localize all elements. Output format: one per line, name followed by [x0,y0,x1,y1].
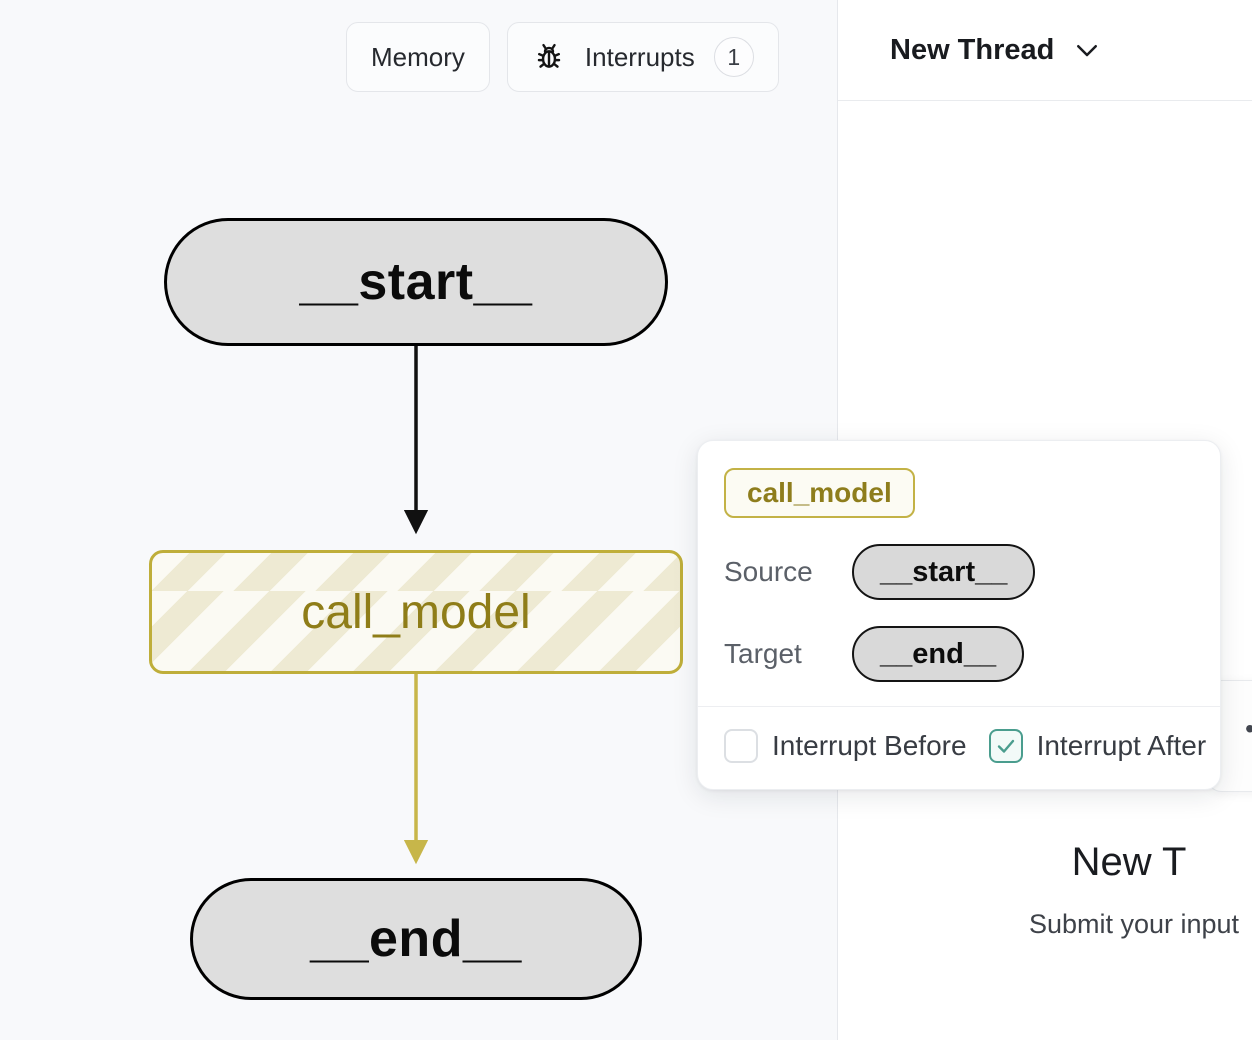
empty-state-subtitle: Submit your input [1028,909,1240,939]
card-glyph-icon: • [1245,715,1252,743]
popover-source-label: Source [724,556,813,587]
graph-node-call-model[interactable]: call_model [149,550,683,674]
graph-node-start[interactable]: __start__ [164,218,668,346]
thread-empty-state: New T Submit your input [838,840,1252,940]
node-detail-popover: call_model Source __start__ Target __end… [697,440,1221,790]
interrupts-button-label: Interrupts [584,41,695,72]
popover-footer: Interrupt Before Interrupt After [698,706,1220,789]
memory-button[interactable]: Memory [346,22,490,92]
popover-source-row: Source __start__ [724,544,1194,600]
interrupt-before-checkbox-group[interactable]: Interrupt Before [724,729,967,763]
thread-title: New Thread [890,33,1055,66]
interrupt-before-checkbox[interactable] [724,729,758,763]
thread-selector[interactable]: New Thread [890,34,1102,67]
empty-state-title: New T [1071,840,1187,884]
graph-node-end[interactable]: __end__ [190,878,642,1000]
graph-edges [403,346,429,865]
popover-target-label: Target [724,638,802,669]
interrupts-count-badge: 1 [713,37,754,77]
popover-source-value[interactable]: __start__ [852,544,1036,600]
thread-panel-header: New Thread [838,0,1252,101]
bug-icon [532,40,566,74]
graph-node-start-label: __start__ [299,253,533,311]
chevron-down-icon [1072,35,1102,65]
interrupt-after-checkbox-group[interactable]: Interrupt After [988,729,1207,763]
memory-button-label: Memory [371,41,465,72]
popover-body: call_model Source __start__ Target __end… [698,441,1220,706]
graph-node-call-model-label: call_model [301,585,531,639]
interrupt-after-label: Interrupt After [1036,730,1207,761]
graph-node-end-label: __end__ [310,910,522,968]
popover-target-value[interactable]: __end__ [852,626,1025,682]
interrupts-button[interactable]: Interrupts 1 [506,22,779,92]
popover-node-chip[interactable]: call_model [724,468,915,518]
interrupt-after-checkbox[interactable] [988,729,1023,763]
popover-target-row: Target __end__ [724,626,1194,682]
graph-toolbar: Memory Interrupts 1 [346,22,779,92]
interrupt-before-label: Interrupt Before [772,730,967,761]
